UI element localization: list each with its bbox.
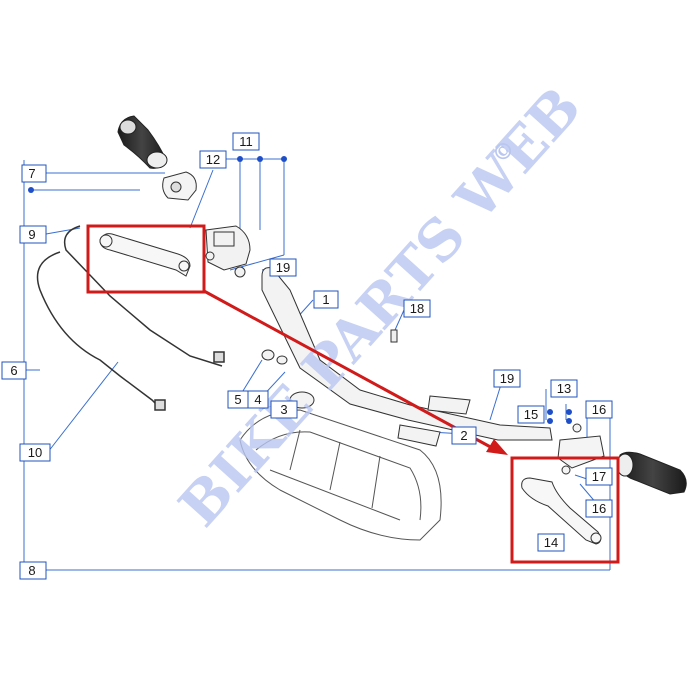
handlebar-part <box>261 267 553 447</box>
bolt-part <box>390 329 398 343</box>
svg-text:13: 13 <box>557 381 571 396</box>
callout-15: 15 <box>517 405 545 424</box>
svg-text:3: 3 <box>280 402 287 417</box>
svg-text:7: 7 <box>28 166 35 181</box>
svg-text:19: 19 <box>500 371 514 386</box>
callout-16-bottom: 16 <box>585 499 613 518</box>
callout-18: 18 <box>403 299 431 318</box>
callout-14: 14 <box>537 533 565 552</box>
callout-5: 5 <box>227 390 249 409</box>
highlight-arrow-line <box>203 289 497 452</box>
svg-text:17: 17 <box>592 469 606 484</box>
callout-4: 4 <box>247 390 269 409</box>
left-lever-part <box>99 233 191 277</box>
callout-16-top: 16 <box>585 400 613 419</box>
callout-17: 17 <box>585 467 613 486</box>
reference-dots <box>28 156 572 424</box>
svg-text:2: 2 <box>460 428 467 443</box>
callout-labels: 1 2 3 4 5 6 7 8 9 10 11 12 13 14 15 16 1… <box>1 132 613 580</box>
svg-text:12: 12 <box>206 152 220 167</box>
left-grip-part <box>117 115 168 169</box>
callout-1: 1 <box>313 290 339 309</box>
highlight-overlay <box>86 224 620 564</box>
callout-2: 2 <box>451 426 477 445</box>
svg-text:11: 11 <box>239 134 253 149</box>
callout-13: 13 <box>550 379 578 398</box>
svg-text:19: 19 <box>276 260 290 275</box>
left-switch-part <box>162 171 197 201</box>
right-lever-bracket-part <box>557 423 605 475</box>
handlebar-cover-part <box>239 409 442 541</box>
svg-text:16: 16 <box>592 402 606 417</box>
svg-text:10: 10 <box>28 445 42 460</box>
svg-text:18: 18 <box>410 301 424 316</box>
highlight-box-right <box>510 456 620 564</box>
callout-10: 10 <box>19 443 51 462</box>
callout-19-left: 19 <box>269 258 297 277</box>
master-cylinder-part <box>205 225 251 278</box>
svg-text:8: 8 <box>28 563 35 578</box>
highlight-box-left <box>86 224 206 294</box>
highlight-arrow-head <box>486 439 508 455</box>
svg-text:6: 6 <box>10 363 17 378</box>
callout-11: 11 <box>232 132 260 151</box>
svg-text:1: 1 <box>322 292 329 307</box>
callout-12: 12 <box>199 150 227 169</box>
right-grip-part <box>616 451 687 495</box>
right-lever-part <box>521 477 602 545</box>
svg-text:14: 14 <box>544 535 558 550</box>
callout-19-right: 19 <box>493 369 521 388</box>
svg-text:9: 9 <box>28 227 35 242</box>
svg-text:5: 5 <box>234 392 241 407</box>
svg-text:15: 15 <box>524 407 538 422</box>
svg-text:4: 4 <box>254 392 261 407</box>
callout-9: 9 <box>19 225 47 244</box>
svg-text:16: 16 <box>592 501 606 516</box>
throttle-cable-part <box>36 225 225 411</box>
callout-7: 7 <box>21 164 47 183</box>
callout-3: 3 <box>270 400 298 419</box>
callout-6: 6 <box>1 361 27 380</box>
callout-8: 8 <box>19 561 47 580</box>
